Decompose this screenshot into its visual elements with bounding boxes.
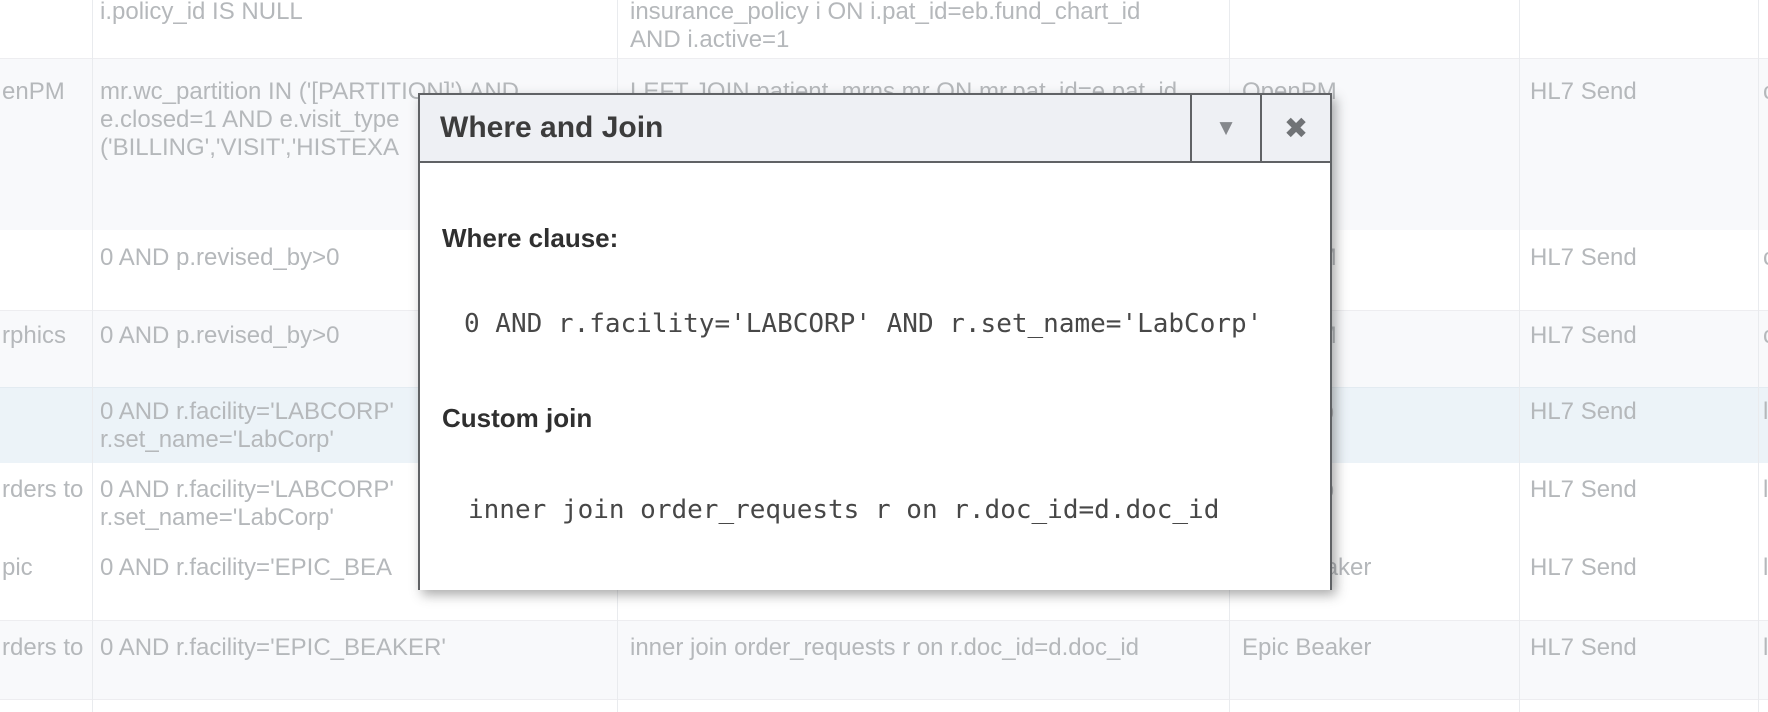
custom-join-label: Custom join <box>442 403 593 433</box>
chevron-down-icon: ▼ <box>1219 118 1233 138</box>
integration-name-cell: enPM <box>2 78 65 105</box>
send-type-cell: HL7 Send <box>1530 476 1637 503</box>
send-type-cell: HL7 Send <box>1530 398 1637 425</box>
where-clause-cell: 0 AND r.facility='EPIC_BEA <box>100 554 393 581</box>
where-clause-cell: 0 AND r.facility='EPIC_BEAKER' <box>100 634 446 661</box>
where-clause-cell: 0 AND r.facility='LABCORP' r.set_name='L… <box>100 476 394 531</box>
truncated-cell-text: c <box>1763 244 1768 272</box>
integration-name-cell: rders to <box>2 476 84 503</box>
custom-join-value: inner join order_requests r on r.doc_id=… <box>468 495 1220 525</box>
where-clause-cell: 0 AND p.revised_by>0 <box>100 322 340 349</box>
integration-name-cell: rders to <box>2 634 84 661</box>
send-type-cell: HL7 Send <box>1530 244 1637 271</box>
where-clause-cell: 0 AND r.facility='LABCORP' r.set_name='L… <box>100 398 394 453</box>
where-clause-label: Where clause: <box>442 223 619 253</box>
truncated-cell-text: c <box>1763 78 1768 106</box>
truncated-cell-text: l <box>1763 634 1768 661</box>
close-icon: ✖ <box>1283 111 1309 145</box>
truncated-cell-text: c <box>1763 322 1768 350</box>
send-type-cell: HL7 Send <box>1530 78 1637 105</box>
where-and-join-dialog: Where and Join ▼ ✖ Where clause: 0 AND r… <box>418 93 1332 590</box>
join-cell: inner join order_requests r on r.doc_id=… <box>630 634 1139 661</box>
system-cell: Epic Beaker <box>1242 634 1372 661</box>
truncated-cell-text: l <box>1763 554 1768 581</box>
table-row[interactable] <box>0 620 1768 700</box>
truncated-cell-text: l <box>1763 398 1768 425</box>
send-type-cell: HL7 Send <box>1530 634 1637 661</box>
send-type-cell: HL7 Send <box>1530 322 1637 349</box>
column-divider <box>1758 0 1759 712</box>
column-divider <box>92 0 93 712</box>
where-clause-cell: 0 AND p.revised_by>0 <box>100 244 340 271</box>
integration-name-cell: pic <box>2 554 33 581</box>
column-divider <box>1519 0 1520 712</box>
table-row[interactable] <box>0 0 1768 58</box>
collapse-button[interactable]: ▼ <box>1190 95 1260 161</box>
dialog-body: Where clause: 0 AND r.facility='LABCORP'… <box>420 163 1330 590</box>
where-clause-value: 0 AND r.facility='LABCORP' AND r.set_nam… <box>464 309 1263 339</box>
close-button[interactable]: ✖ <box>1260 95 1330 161</box>
dialog-title: Where and Join <box>440 111 664 144</box>
where-clause-cell: i.policy_id IS NULL <box>100 0 303 25</box>
join-cell: insurance_policy i ON i.pat_id=eb.fund_c… <box>630 0 1141 53</box>
dialog-titlebar[interactable]: Where and Join ▼ ✖ <box>420 95 1330 163</box>
send-type-cell: HL7 Send <box>1530 554 1637 581</box>
truncated-cell-text: l <box>1763 476 1768 503</box>
integration-name-cell: rphics <box>2 322 67 349</box>
